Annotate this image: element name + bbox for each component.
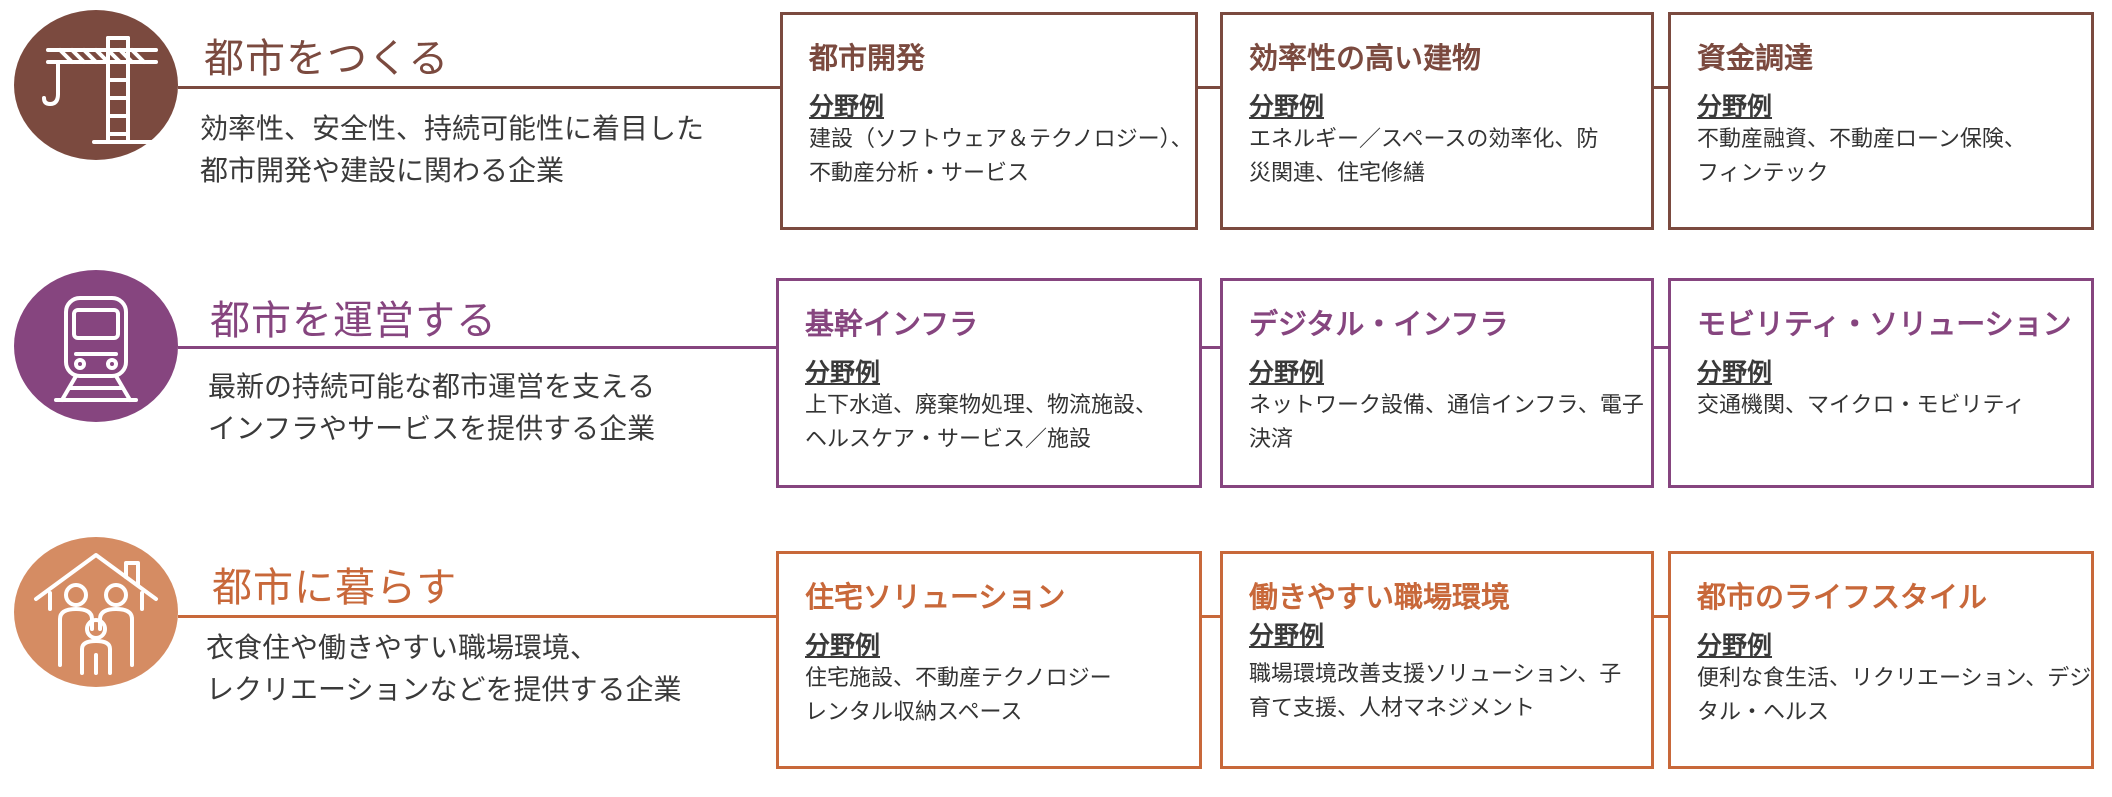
example-line: ネットワーク設備、通信インフラ、電子 [1249,393,1644,418]
operate-icon-circle [14,270,178,422]
subcategory-box-digital-infrastructure: デジタル・インフラ 分野例 ネットワーク設備、通信インフラ、電子 決済 [1220,278,1654,488]
examples-text: 建設（ソフトウェア＆テクノロジー）、 不動産分析・サービス [809,123,1193,191]
category-row-operate: 都市を運営する 最新の持続可能な都市運営を支える インフラやサービスを提供する企… [0,268,2112,528]
examples-text: 不動産融資、不動産ローン保険、 フィンテック [1697,123,2026,191]
description-line: レクリエーションなどを提供する企業 [206,673,682,706]
example-line: 上下水道、廃棄物処理、物流施設、 [805,393,1158,418]
example-line: タル・ヘルス [1697,700,1830,725]
examples-label: 分野例 [1249,358,1325,387]
box-connector [1200,615,1222,618]
examples-text: 職場環境改善支援ソリューション、子 育て支援、人材マネジメント [1249,658,1621,726]
description-line: 都市開発や建設に関わる企業 [200,154,565,187]
build-icon-circle [14,10,178,160]
crane-icon [42,36,158,144]
subcategory-box-financing: 資金調達 分野例 不動産融資、不動産ローン保険、 フィンテック [1668,12,2094,230]
example-line: 不動産融資、不動産ローン保険、 [1697,127,2026,152]
subcategory-box-core-infrastructure: 基幹インフラ 分野例 上下水道、廃棄物処理、物流施設、 ヘルスケア・サービス／施… [776,278,1202,488]
subcategory-box-urban-lifestyle: 都市のライフスタイル 分野例 便利な食生活、リクリエーション、デジ タル・ヘルス [1668,551,2094,769]
examples-label: 分野例 [1697,358,1773,387]
examples-text: 上下水道、廃棄物処理、物流施設、 ヘルスケア・サービス／施設 [805,389,1157,457]
subcategory-box-workplace-environment: 働きやすい職場環境 分野例 職場環境改善支援ソリューション、子 育て支援、人材マ… [1220,551,1654,769]
box-title: 効率性の高い建物 [1249,41,1482,75]
box-connector [1652,86,1670,89]
example-line: エネルギー／スペースの効率化、防 [1249,127,1599,152]
examples-text: 住宅施設、不動産テクノロジー レンタル収納スペース [805,662,1112,730]
examples-label: 分野例 [805,631,881,660]
example-line: 不動産分析・サービス [809,161,1030,186]
example-line: レンタル収納スペース [805,700,1023,725]
example-line: 便利な食生活、リクリエーション、デジ [1697,666,2092,691]
category-description: 効率性、安全性、持続可能性に着目した 都市開発や建設に関わる企業 [200,108,760,192]
live-icon-circle [14,537,178,687]
connector-line [178,615,778,618]
connector-line [178,86,780,89]
examples-label: 分野例 [1249,621,1325,650]
box-connector [1196,86,1220,89]
category-title: 都市を運営する [210,298,497,344]
description-line: 効率性、安全性、持続可能性に着目した [200,112,705,145]
category-description: 衣食住や働きやすい職場環境、 レクリエーションなどを提供する企業 [206,627,766,711]
example-line: 職場環境改善支援ソリューション、子 [1249,662,1622,687]
category-row-live: 都市に暮らす 衣食住や働きやすい職場環境、 レクリエーションなどを提供する企業 … [0,537,2112,797]
subcategory-box-urban-development: 都市開発 分野例 建設（ソフトウェア＆テクノロジー）、 不動産分析・サービス [780,12,1198,230]
box-title: モビリティ・ソリューション [1697,307,2072,341]
subcategory-box-mobility-solutions: モビリティ・ソリューション 分野例 交通機関、マイクロ・モビリティ [1668,278,2094,488]
box-title: 資金調達 [1697,41,1814,75]
train-icon [54,296,138,402]
category-title: 都市に暮らす [212,565,458,611]
box-title: 基幹インフラ [805,307,979,341]
examples-text: 交通機関、マイクロ・モビリティ [1697,389,2025,423]
box-title: 働きやすい職場環境 [1249,580,1511,614]
examples-label: 分野例 [805,358,881,387]
box-title: デジタル・インフラ [1249,307,1509,341]
box-connector [1652,615,1670,618]
category-title: 都市をつくる [204,36,450,82]
subcategory-box-efficient-buildings: 効率性の高い建物 分野例 エネルギー／スペースの効率化、防 災関連、住宅修繕 [1220,12,1654,230]
description-line: 最新の持続可能な都市運営を支える [208,370,656,403]
example-line: 交通機関、マイクロ・モビリティ [1697,393,2026,418]
box-title: 都市のライフスタイル [1697,580,1988,614]
example-line: 災関連、住宅修繕 [1249,161,1426,186]
example-line: ヘルスケア・サービス／施設 [805,427,1092,452]
description-line: 衣食住や働きやすい職場環境、 [206,631,599,664]
examples-label: 分野例 [1249,92,1325,121]
examples-label: 分野例 [1697,92,1773,121]
category-row-build: 都市をつくる 効率性、安全性、持続可能性に着目した 都市開発や建設に関わる企業 … [0,0,2112,260]
box-connector [1652,346,1670,349]
category-description: 最新の持続可能な都市運営を支える インフラやサービスを提供する企業 [208,366,768,450]
box-title: 都市開発 [809,41,926,75]
examples-text: 便利な食生活、リクリエーション、デジ タル・ヘルス [1697,662,2091,730]
description-line: インフラやサービスを提供する企業 [208,412,656,445]
connector-line [178,346,778,349]
subcategory-box-housing-solutions: 住宅ソリューション 分野例 住宅施設、不動産テクノロジー レンタル収納スペース [776,551,1202,769]
example-line: 建設（ソフトウェア＆テクノロジー）、 [809,127,1193,152]
examples-label: 分野例 [1697,631,1773,660]
examples-text: ネットワーク設備、通信インフラ、電子 決済 [1249,389,1644,457]
examples-text: エネルギー／スペースの効率化、防 災関連、住宅修繕 [1249,123,1598,191]
example-line: フィンテック [1697,161,1829,186]
box-title: 住宅ソリューション [805,580,1066,614]
examples-label: 分野例 [809,92,885,121]
example-line: 住宅施設、不動産テクノロジー [805,666,1112,691]
example-line: 育て支援、人材マネジメント [1249,696,1536,721]
example-line: 決済 [1249,427,1294,452]
box-connector [1200,346,1222,349]
family-house-icon [34,553,158,675]
